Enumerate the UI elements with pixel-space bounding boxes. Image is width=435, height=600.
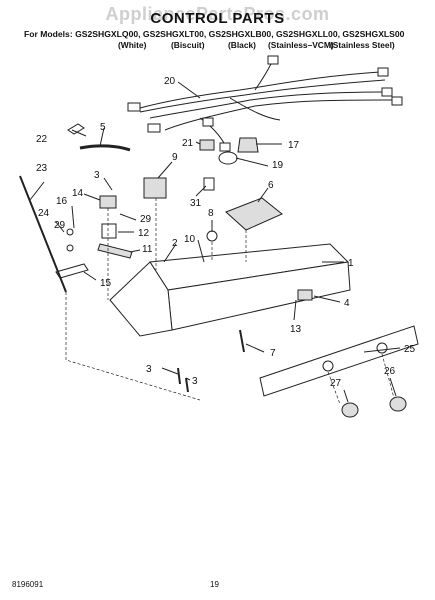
light-bulb-part (218, 151, 238, 165)
small-switch-part (297, 289, 313, 301)
bracket-part (99, 195, 117, 209)
callout-29-right: 29 (140, 214, 152, 225)
watermark: AppliancePartsPros.com (105, 4, 330, 24)
clip-part (67, 123, 85, 135)
switch-part (143, 177, 167, 199)
callout-29-left: 29 (54, 220, 66, 231)
callout-17: 17 (288, 140, 300, 151)
callout-11: 11 (142, 244, 153, 255)
panel-knob-hole-2 (376, 342, 388, 354)
color-biscuit: (Biscuit) (171, 40, 205, 50)
spring-part (55, 263, 89, 279)
connector-part (203, 177, 215, 191)
callout-23: 23 (36, 163, 48, 174)
tube-part (79, 144, 131, 152)
knob-26-part (389, 396, 407, 412)
models-line: For Models: GS2SHGXLQ00, GS2SHGXLT00, GS… (24, 29, 405, 39)
callout-24: 24 (38, 208, 50, 219)
callout-2: 2 (172, 238, 178, 249)
callout-3-right: 3 (192, 376, 198, 387)
callout-7: 7 (270, 348, 276, 359)
doc-number: 8196091 (12, 580, 44, 589)
callout-8: 8 (208, 208, 214, 219)
panel-knob-hole (322, 360, 334, 372)
screw-part (66, 228, 74, 236)
screw-part-3 (239, 329, 245, 353)
callout-22: 22 (36, 134, 48, 145)
callout-16: 16 (56, 196, 68, 207)
callout-1: 1 (348, 258, 354, 269)
shaft-part (97, 243, 133, 259)
callout-31: 31 (190, 198, 202, 209)
callout-27: 27 (330, 378, 342, 389)
callout-25: 25 (404, 344, 416, 355)
callout-4: 4 (344, 298, 350, 309)
color-white: (White) (118, 40, 147, 50)
callout-15: 15 (100, 278, 112, 289)
callout-5: 5 (100, 122, 106, 133)
callout-3-top: 3 (94, 170, 100, 181)
page-number: 19 (210, 580, 219, 589)
screw-part-4 (177, 367, 181, 385)
color-stainless-vcm: (Stainless–VCM) (268, 40, 334, 50)
front-panel-part (259, 325, 419, 397)
callout-21: 21 (182, 138, 194, 149)
lamp-socket-part (237, 137, 259, 153)
callout-3-left: 3 (146, 364, 152, 375)
rod-part (19, 175, 67, 293)
screw-part-5 (185, 377, 189, 393)
color-stainless-steel: (Stainless Steel) (330, 40, 395, 50)
callout-13: 13 (290, 324, 302, 335)
color-black: (Black) (228, 40, 256, 50)
callout-12: 12 (138, 228, 150, 239)
page-title: CONTROL PARTS (150, 10, 285, 27)
callout-14: 14 (72, 188, 84, 199)
actuator-part (101, 223, 117, 239)
control-board-part (225, 197, 283, 231)
wire-harness-part (127, 55, 403, 152)
callout-20: 20 (164, 76, 176, 87)
knob-27-part (341, 402, 359, 418)
socket-part (199, 139, 215, 151)
knob-part (206, 230, 218, 242)
callout-26: 26 (384, 366, 396, 377)
callout-6: 6 (268, 180, 274, 191)
callout-9: 9 (172, 152, 178, 163)
callout-10: 10 (184, 234, 196, 245)
callout-19: 19 (272, 160, 284, 171)
screw-part-2 (66, 244, 74, 252)
control-housing-side (109, 261, 173, 337)
